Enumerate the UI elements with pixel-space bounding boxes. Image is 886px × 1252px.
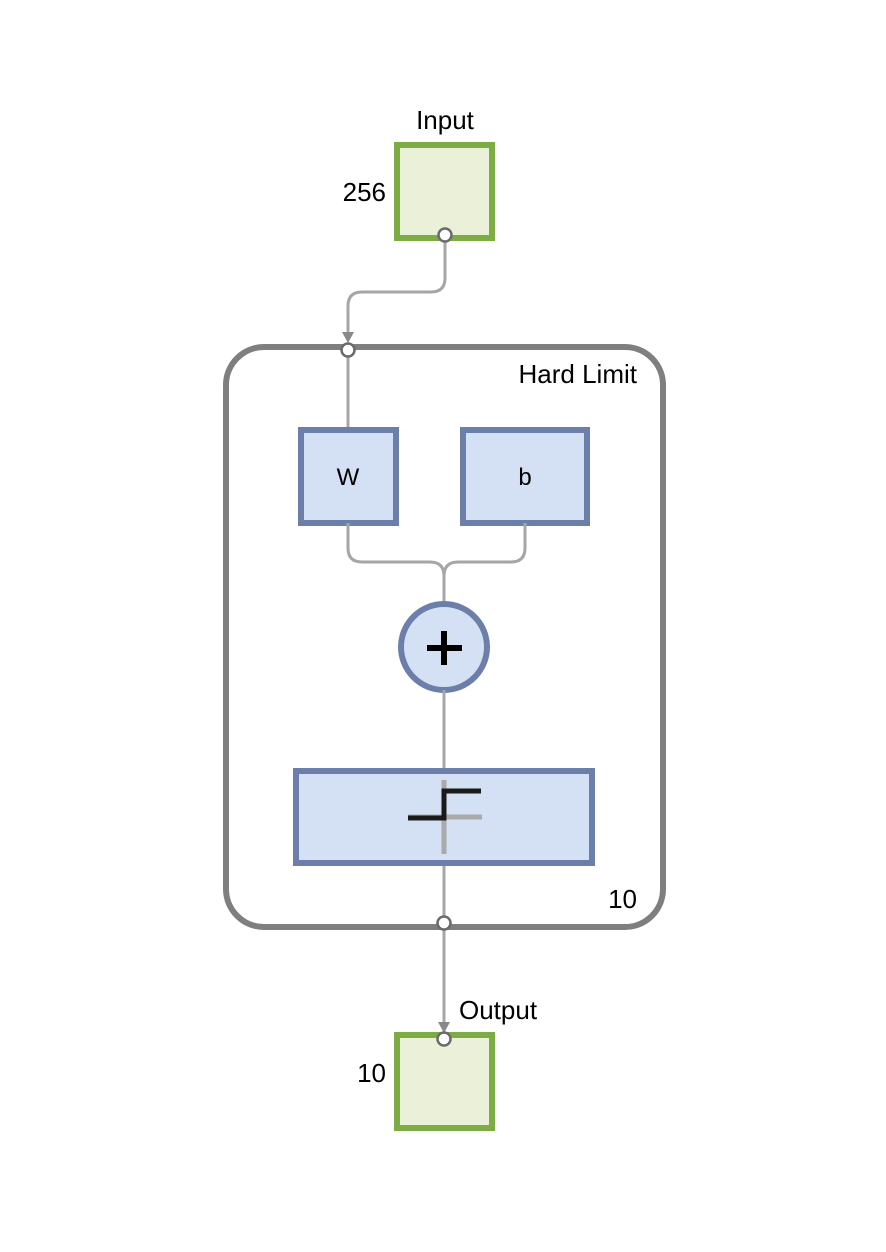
output-label: Output — [459, 995, 538, 1025]
input-output-port[interactable] — [437, 227, 453, 243]
layer-title: Hard Limit — [519, 359, 638, 389]
bias-to-sum-wire — [442, 523, 527, 577]
weight-label: W — [337, 464, 360, 491]
hard-limit-step-icon — [408, 780, 482, 854]
plus-icon — [427, 631, 462, 665]
input-block[interactable] — [394, 142, 495, 241]
output-input-port[interactable] — [436, 1031, 452, 1047]
layer-size: 10 — [608, 884, 637, 914]
input-label: Input — [416, 105, 475, 135]
output-block[interactable] — [394, 1032, 495, 1131]
weight-block[interactable] — [298, 427, 399, 526]
bias-label: b — [518, 464, 531, 491]
output-size: 10 — [357, 1058, 386, 1088]
layer-input-port[interactable] — [340, 342, 356, 358]
output-arrow-icon — [438, 1022, 450, 1033]
input-to-layer-wire — [346, 236, 447, 338]
input-arrow-icon — [342, 332, 354, 343]
layer-output-port[interactable] — [436, 915, 452, 931]
input-size: 256 — [343, 177, 386, 207]
